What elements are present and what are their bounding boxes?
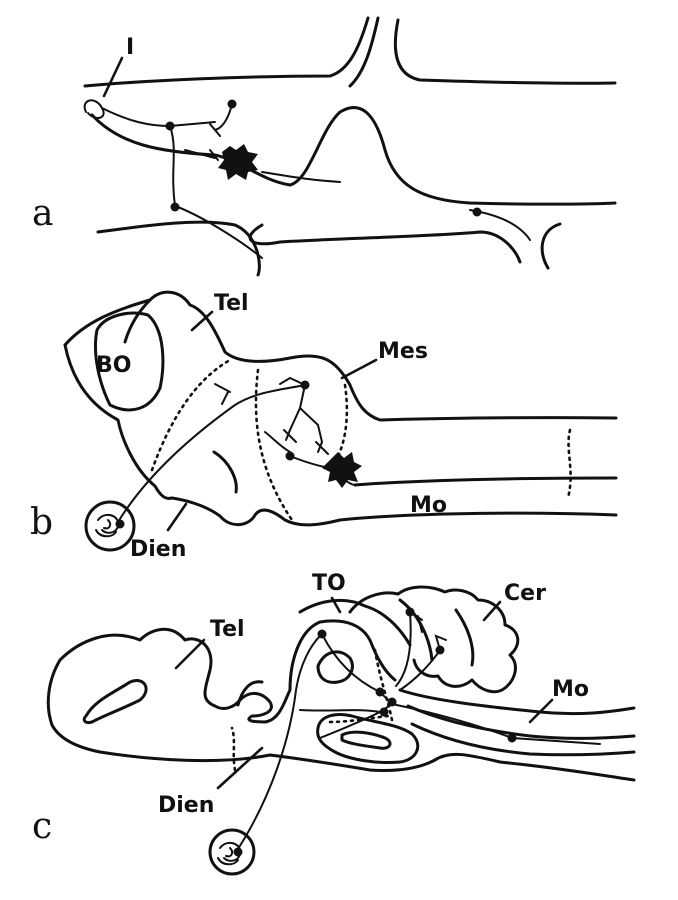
panel-c-label-mo: Mo xyxy=(552,677,589,702)
panel-b-label-mo: Mo xyxy=(410,493,447,518)
panel-c-letter: c xyxy=(32,806,52,847)
panel-c: TO Cer Tel Mo Dien c xyxy=(32,571,636,876)
panel-a: I a xyxy=(32,16,617,277)
panel-c-mo-leader xyxy=(528,698,554,724)
panel-b-label-tel: Tel xyxy=(214,291,249,316)
panel-b-label-mes: Mes xyxy=(378,339,428,364)
panel-c-label-to: TO xyxy=(312,571,346,596)
panel-a-neurons xyxy=(83,99,531,259)
panel-a-label-I: I xyxy=(126,35,134,60)
panel-b: Tel BO Mes Mo Dien b xyxy=(30,290,618,562)
panel-b-tel-leader xyxy=(190,310,214,332)
panel-a-label-I-leader xyxy=(102,56,124,98)
panel-b-label-bo: BO xyxy=(96,353,131,378)
panel-b-label-dien: Dien xyxy=(130,537,186,562)
panel-c-label-cer: Cer xyxy=(504,581,546,606)
panel-c-label-tel: Tel xyxy=(210,617,245,642)
panel-b-mes-leader xyxy=(340,358,378,380)
panel-b-boundaries xyxy=(150,358,572,522)
panel-c-cer-leader xyxy=(482,600,502,622)
panel-c-to-leader xyxy=(330,596,342,614)
panel-c-boundaries xyxy=(230,648,394,772)
panel-c-label-dien: Dien xyxy=(158,793,214,818)
panel-c-neurons xyxy=(233,607,601,857)
panel-b-dien-leader xyxy=(166,502,188,532)
panel-b-letter: b xyxy=(30,502,53,543)
panel-c-outline xyxy=(46,585,636,876)
panel-b-outline xyxy=(63,290,618,552)
panel-c-tel-leader xyxy=(174,638,206,670)
panel-c-dien-leader xyxy=(216,746,264,790)
panel-b-neurons xyxy=(115,376,362,529)
panel-a-letter: a xyxy=(32,193,53,234)
panel-a-outline xyxy=(83,16,617,277)
